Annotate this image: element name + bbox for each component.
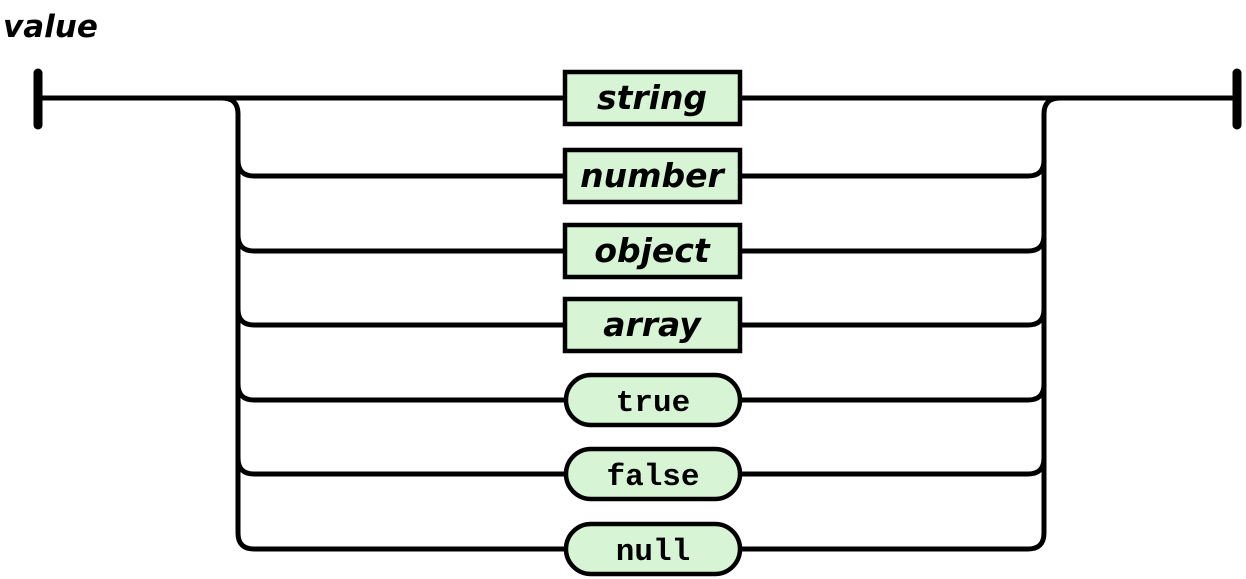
branch-right-false [737,457,1047,477]
branch-left-array [235,308,567,328]
right-branch-spine [1027,95,1061,552]
node-null-pill [563,521,743,577]
node-false: false [563,446,743,502]
branch-left-true [235,383,568,403]
node-string-label: string [597,78,707,117]
node-object-label: object [594,231,711,270]
node-false-label: false [606,460,699,495]
branch-right-true [737,383,1047,403]
node-number-label: number [580,156,725,195]
diagram-title: value [3,9,98,45]
node-array-label: array [603,305,702,344]
branch-right-number [738,159,1047,179]
node-null: null [563,521,743,577]
branch-left-object [235,234,567,254]
node-true-label: true [616,386,690,421]
node-object-box [562,222,743,280]
node-object: object [562,222,743,280]
node-string-box [562,69,743,127]
node-number-box [562,147,743,205]
node-null-label: null [616,535,690,570]
left-branch-spine [221,95,255,552]
node-string: string [562,69,743,127]
node-true: true [563,372,743,428]
node-true-pill [563,372,743,428]
node-array: array [562,296,743,354]
node-array-box [562,296,743,354]
branch-right-object [738,234,1047,254]
branch-left-false [235,457,568,477]
branch-left-number [235,159,567,179]
node-number: number [562,147,743,205]
node-false-pill [563,446,743,502]
branch-right-array [738,308,1047,328]
